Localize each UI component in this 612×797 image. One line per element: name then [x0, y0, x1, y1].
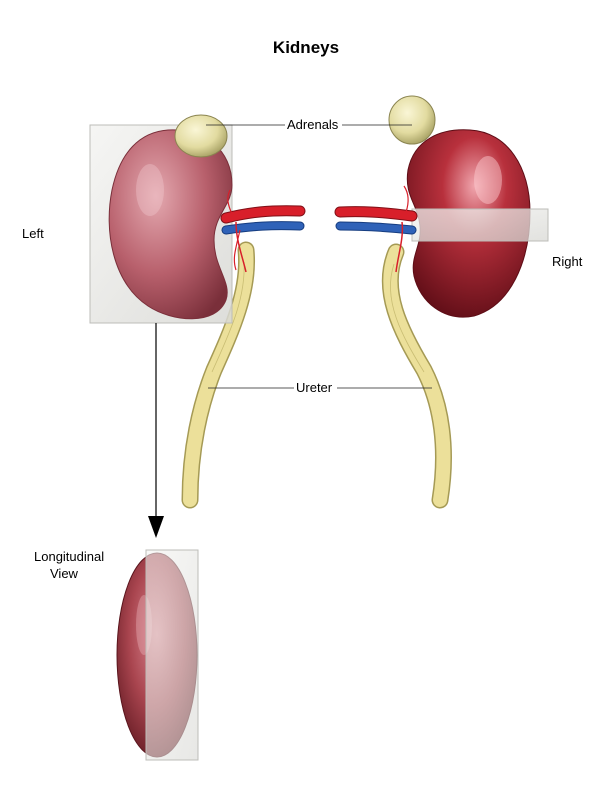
label-view: View	[50, 566, 78, 581]
page-title: Kidneys	[272, 38, 340, 57]
label-ureter: Ureter	[294, 380, 335, 396]
left-kidney	[108, 129, 233, 320]
right-adrenal-icon	[388, 95, 436, 145]
label-adrenals: Adrenals	[285, 117, 341, 133]
left-ureter	[181, 241, 256, 509]
label-longitudinal: Longitudinal	[34, 549, 105, 564]
right-plane	[411, 208, 549, 242]
right-ureter	[381, 243, 452, 509]
label-right: Right	[552, 254, 583, 269]
right-vessels	[334, 185, 418, 273]
label-left: Left	[22, 226, 44, 241]
left-adrenal-icon	[174, 114, 228, 158]
longitudinal-plane	[145, 549, 199, 761]
leader-lines	[206, 124, 432, 389]
down-arrow-icon	[148, 323, 164, 538]
left-vessels	[220, 189, 306, 273]
